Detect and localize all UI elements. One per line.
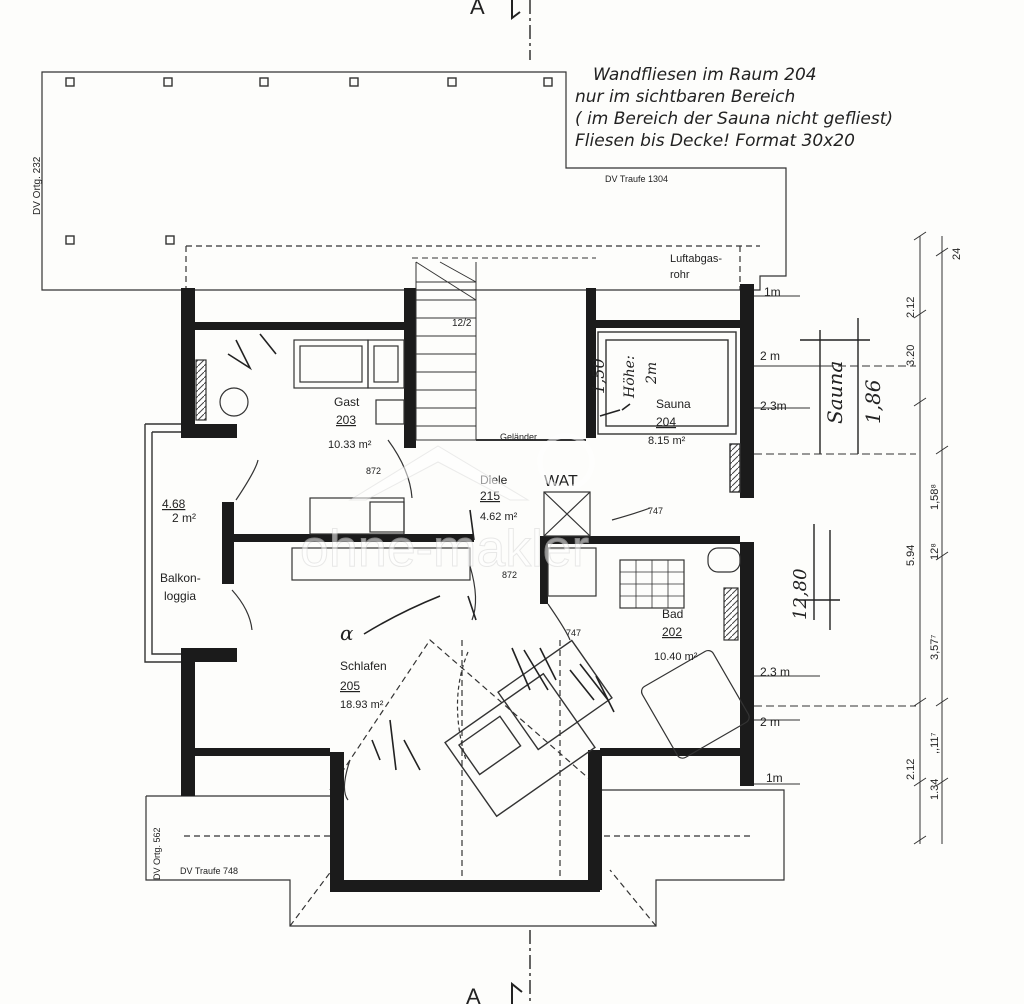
watermark-logo: ohne-makler <box>300 433 595 579</box>
dim-24: 24 <box>951 248 963 260</box>
stair <box>412 257 596 441</box>
roof-outline-bottom <box>145 639 785 927</box>
schlafen-bed <box>444 639 613 818</box>
balkon-name-2: loggia <box>164 589 196 603</box>
wat-closet <box>543 491 597 597</box>
watermark-text: ohne-makler <box>300 520 589 578</box>
room-sauna-number: 204 <box>656 415 676 429</box>
dv-traufe-bottom: DV Traufe 748 <box>180 866 238 876</box>
door-numbers: 872 872 747 747 α <box>340 466 663 645</box>
sauna-cabin <box>597 331 741 493</box>
tiling-note: Wandfliesen im Raum 204 nur im sichtbare… <box>575 64 995 152</box>
dim-134: 1.34 <box>929 779 941 800</box>
handwritten-annotations: 1,50 Höhe: 2m Sauna 1,86 12,80 <box>589 318 885 630</box>
room-bad-area: 10.40 m² <box>654 651 698 663</box>
balkonloggia <box>144 423 181 663</box>
height-23m-top: 2.3m <box>760 399 787 413</box>
hoehe-value: 1,50 <box>589 358 608 394</box>
dv-ortg-bottom: DV Ortg. 562 <box>152 827 162 880</box>
note-line-1: Wandfliesen im Raum 204 <box>593 65 817 85</box>
room-sauna-area: 8.15 m² <box>648 435 686 447</box>
alpha-mark: α <box>340 621 354 645</box>
dv-traufe-top: DV Traufe 1304 <box>605 174 668 184</box>
dim-158: 1,58⁸ <box>929 484 941 510</box>
walls <box>181 284 754 892</box>
room-bad-name: Bad <box>662 607 683 621</box>
height-1m-bottom: 1m <box>766 771 783 785</box>
dim-594: 5.94 <box>905 545 917 566</box>
balkon-name-1: Balkon- <box>160 571 201 585</box>
section-mark-top: A <box>470 0 485 19</box>
room-schlafen-area: 18.93 m² <box>340 699 384 711</box>
height-markers <box>754 295 916 785</box>
dim-357: 3,57⁷ <box>929 635 941 660</box>
doors <box>231 439 651 801</box>
room-schlafen-number: 205 <box>340 679 360 693</box>
balkon-area-top: 4.68 <box>162 497 186 511</box>
lueftung-label-1: Luftabgas- <box>670 253 722 265</box>
gast-furniture <box>195 339 471 581</box>
lueftung-label-2: rohr <box>670 269 690 281</box>
dim-212-top: 2.12 <box>905 297 917 318</box>
dim-12: 12⁸ <box>929 543 941 560</box>
bad-fixtures <box>619 547 750 759</box>
hoehe-label: Höhe: <box>622 355 638 399</box>
height-2m-bottom: 2 m <box>760 715 780 729</box>
section-line-bottom: A <box>466 930 531 1004</box>
hand-marks <box>227 333 631 771</box>
dimension-labels: 2.12 3.20 5.94 2.12 24 1,58⁸ 12⁸ 3,57⁷ ,… <box>905 248 963 800</box>
room-bad-number: 202 <box>662 625 682 639</box>
door-747-a: 747 <box>648 506 663 516</box>
sauna-handwritten: Sauna <box>823 361 847 424</box>
door-872-b: 872 <box>502 570 517 580</box>
sauna-dimension: 1,86 <box>861 379 885 424</box>
dimension-chain <box>913 231 949 845</box>
door-747-b: 747 <box>566 628 581 638</box>
height-23m-bottom: 2.3 m <box>760 665 790 679</box>
bad-handwritten: 12,80 <box>790 568 811 620</box>
room-gast-name: Gast <box>334 395 360 409</box>
room-labels: Gast 203 10.33 m² Sauna 204 8.15 m² Diel… <box>160 253 722 711</box>
room-gast-area: 10.33 m² <box>328 439 372 451</box>
balkon-area-bottom: 2 m² <box>172 511 196 525</box>
dv-ortg-top: DV Ortg. 232 <box>32 156 43 215</box>
room-schlafen-name: Schlafen <box>340 659 387 673</box>
height-labels: 1m 2 m 2.3m 2.3 m 2 m 1m <box>760 285 790 785</box>
section-mark-bottom: A <box>466 984 481 1004</box>
note-line-4: Fliesen bis Decke! Format 30x20 <box>575 131 855 151</box>
gelaender-label: Geländer <box>500 432 537 442</box>
height-1m-top: 1m <box>764 285 781 299</box>
dim-11: ,,11⁷ <box>929 732 941 754</box>
room-diele-area: 4.62 m² <box>480 511 518 523</box>
door-872-a: 872 <box>366 466 381 476</box>
room-gast-number: 203 <box>336 413 356 427</box>
section-line-top: A <box>470 0 531 60</box>
dim-212-bottom: 2.12 <box>905 759 917 780</box>
roof-posts <box>65 77 553 245</box>
height-2m-top: 2 m <box>760 349 780 363</box>
roof-outline-top <box>41 71 787 291</box>
hoehe-unit: 2m <box>644 362 660 385</box>
stair-steps: 12/2 <box>452 318 472 329</box>
room-sauna-name: Sauna <box>656 397 691 411</box>
note-line-2: nur im sichtbaren Bereich <box>575 87 796 107</box>
dim-320: 3.20 <box>905 345 917 366</box>
note-line-3: ( im Bereich der Sauna nicht gefliest) <box>575 109 894 129</box>
